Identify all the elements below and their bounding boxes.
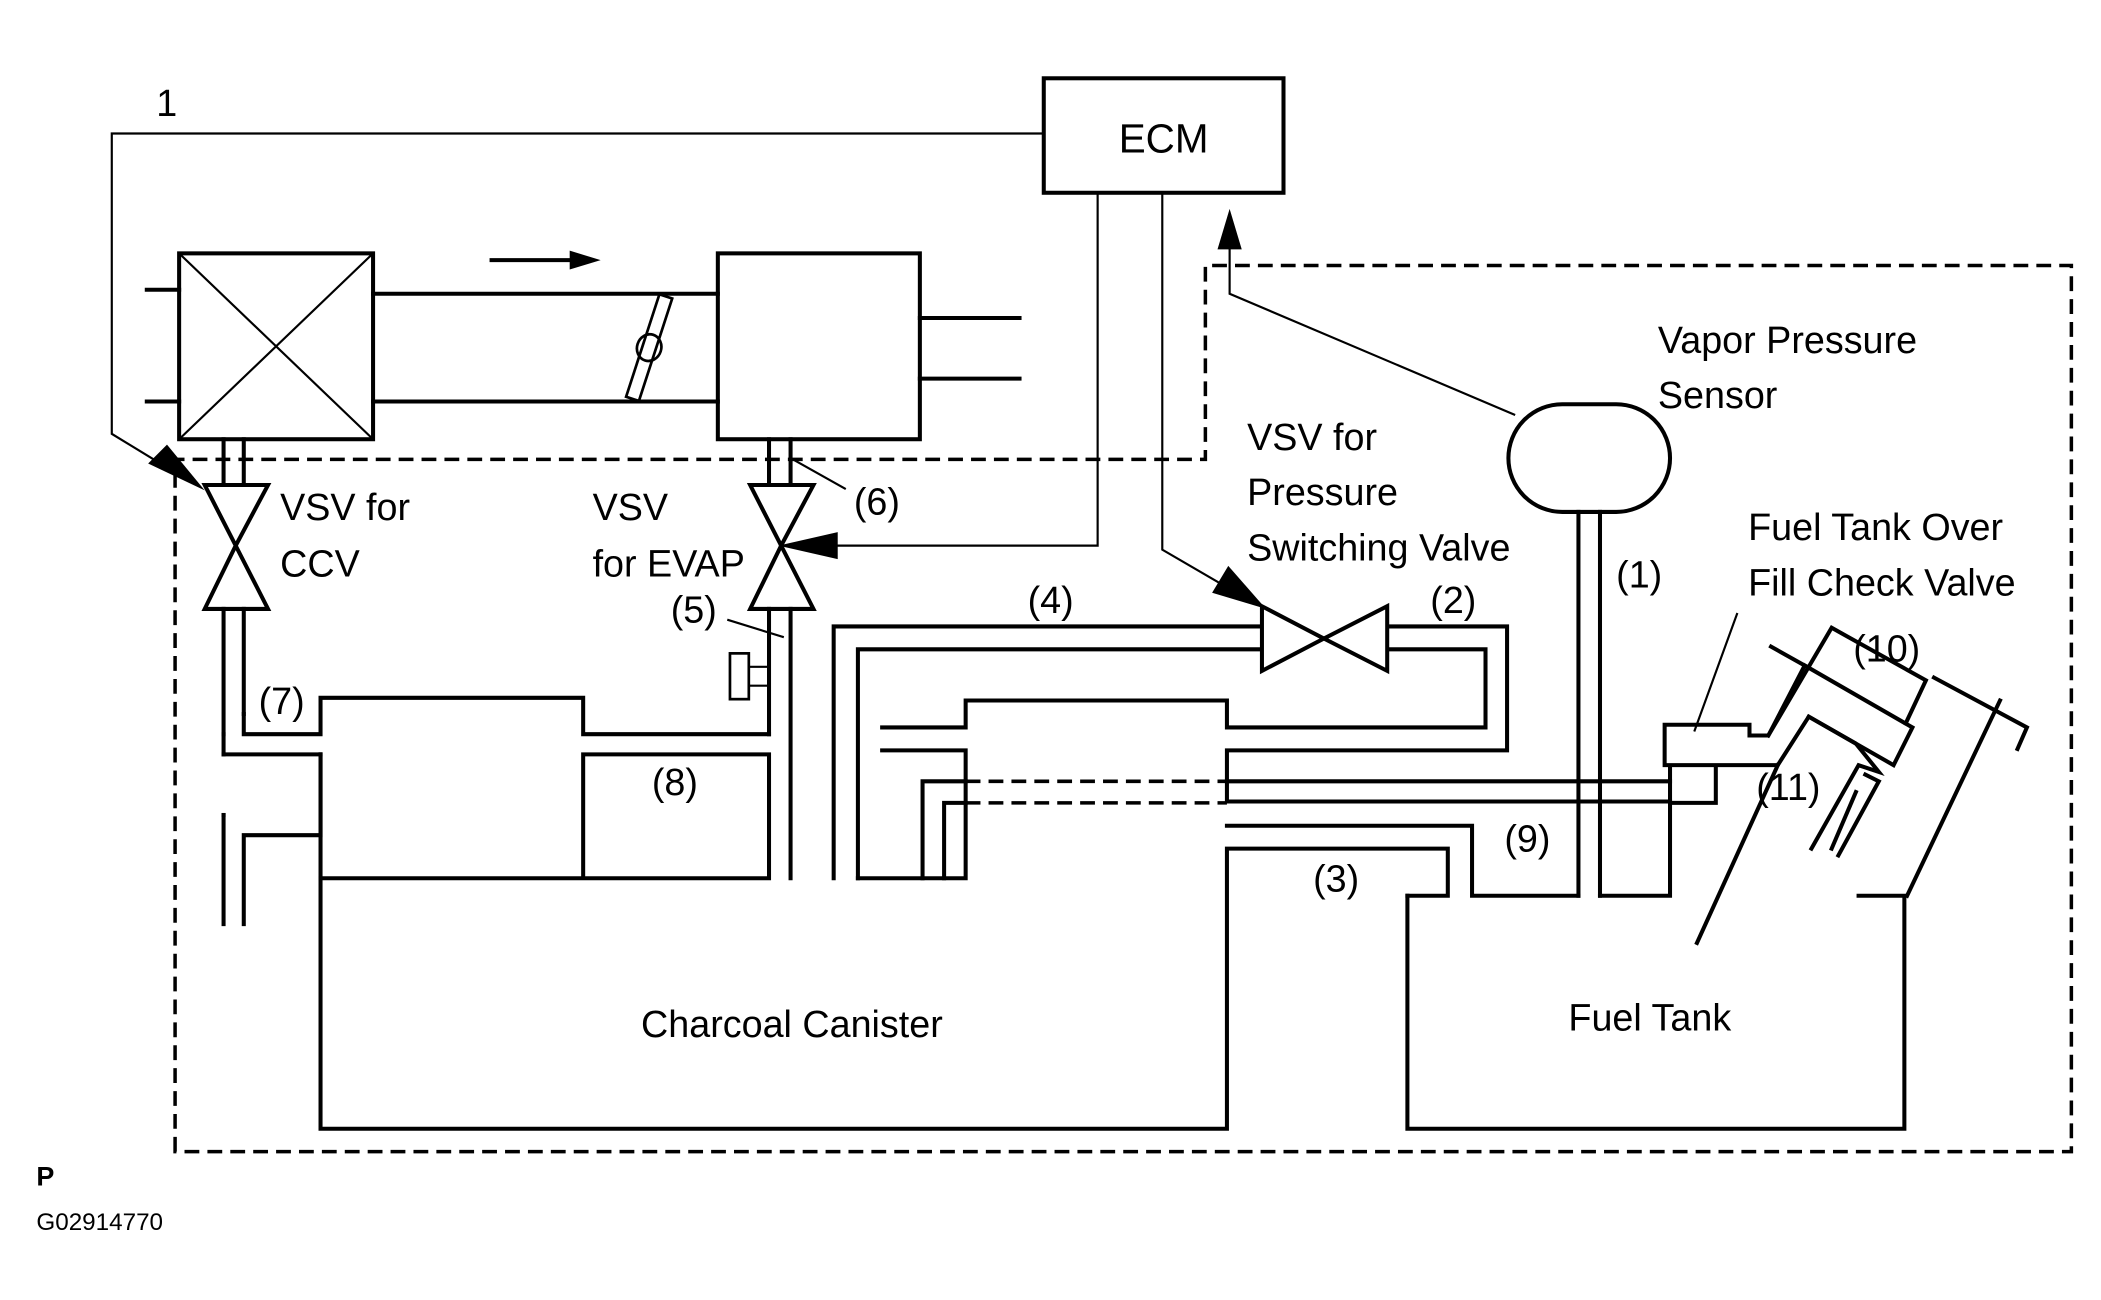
vsv-ccv-label-2: CCV bbox=[280, 543, 360, 585]
pipe-2-inner bbox=[880, 647, 1488, 730]
vsv-evap-valve bbox=[746, 437, 817, 881]
fill-check-valve bbox=[1662, 612, 2030, 946]
throttle-valve bbox=[624, 292, 674, 403]
callout-8: (8) bbox=[652, 761, 698, 803]
figure-id: G02914770 bbox=[36, 1209, 163, 1236]
callout-6: (6) bbox=[854, 481, 900, 523]
vsv-pressure-label-2: Pressure bbox=[1247, 471, 1398, 513]
pipe-9-outer bbox=[920, 779, 968, 881]
restrictor-fitting bbox=[728, 652, 770, 701]
wire-ecm-to-vsv-pressure bbox=[1161, 192, 1254, 604]
vapor-pressure-label-2: Sensor bbox=[1658, 374, 1777, 416]
pipe-2-outer bbox=[1224, 624, 1673, 804]
vapor-pressure-label-1: Vapor Pressure bbox=[1658, 319, 1917, 361]
fuel-tank-label: Fuel Tank bbox=[1568, 996, 1731, 1038]
vsv-ccv-label-1: VSV for bbox=[280, 486, 410, 528]
pipe-atmosphere-out bbox=[241, 752, 1450, 1131]
callout-9: (9) bbox=[1504, 817, 1550, 859]
arrow-head-ccv bbox=[148, 444, 205, 491]
arrow-head-evap bbox=[778, 532, 838, 560]
vsv-evap-label-2: for EVAP bbox=[593, 543, 745, 585]
ecm-label: ECM bbox=[1119, 115, 1209, 161]
vapor-pressure-sensor bbox=[1506, 402, 1673, 898]
pipe-9-inner bbox=[942, 800, 968, 881]
wire-sensor-to-ecm bbox=[1228, 229, 1516, 416]
vsv-pressure-switching-valve bbox=[1259, 602, 1390, 675]
pipe-4-outer bbox=[831, 624, 1264, 881]
callout-2: (2) bbox=[1430, 579, 1476, 621]
intake-manifold bbox=[715, 251, 1022, 442]
wire-ecm-to-vsv-ccv bbox=[110, 132, 1044, 484]
corner-mark: P bbox=[36, 1161, 54, 1191]
callout-7: (7) bbox=[259, 680, 305, 722]
callout-5: (5) bbox=[671, 588, 717, 630]
charcoal-canister-label: Charcoal Canister bbox=[641, 1003, 943, 1045]
leader-5 bbox=[726, 618, 785, 639]
wire-ecm-to-vsv-evap bbox=[794, 192, 1099, 547]
callout-1: (1) bbox=[1616, 553, 1662, 595]
callout-3: (3) bbox=[1313, 858, 1359, 900]
callout-4: (4) bbox=[1028, 579, 1074, 621]
air-cleaner bbox=[144, 251, 376, 442]
canister-chamber-top bbox=[318, 752, 772, 881]
fill-check-label-1: Fuel Tank Over bbox=[1748, 506, 2003, 548]
arrow-head-ecm bbox=[1217, 208, 1242, 250]
vsv-pressure-label-1: VSV for bbox=[1247, 416, 1377, 458]
leader-fill-check bbox=[1693, 612, 1739, 732]
leader-6 bbox=[790, 457, 847, 490]
ecm-box: ECM bbox=[1041, 76, 1286, 195]
flow-arrow-head bbox=[569, 250, 601, 270]
vsv-evap-label-1: VSV bbox=[593, 486, 668, 528]
fuel-tank bbox=[1405, 893, 1907, 1131]
fill-check-label-2: Fill Check Valve bbox=[1748, 561, 2016, 603]
vsv-ccv-valve bbox=[201, 437, 272, 737]
arrow-head-pressure bbox=[1212, 565, 1266, 609]
vsv-pressure-label-3: Switching Valve bbox=[1247, 526, 1510, 568]
pipe-7 bbox=[241, 695, 772, 737]
callout-10: (10) bbox=[1853, 627, 1920, 669]
pipe-canister-left bbox=[221, 732, 323, 757]
callout-11: (11) bbox=[1756, 766, 1820, 808]
pipe-4-inner bbox=[855, 647, 1264, 881]
figure-number: 1 bbox=[156, 82, 177, 124]
